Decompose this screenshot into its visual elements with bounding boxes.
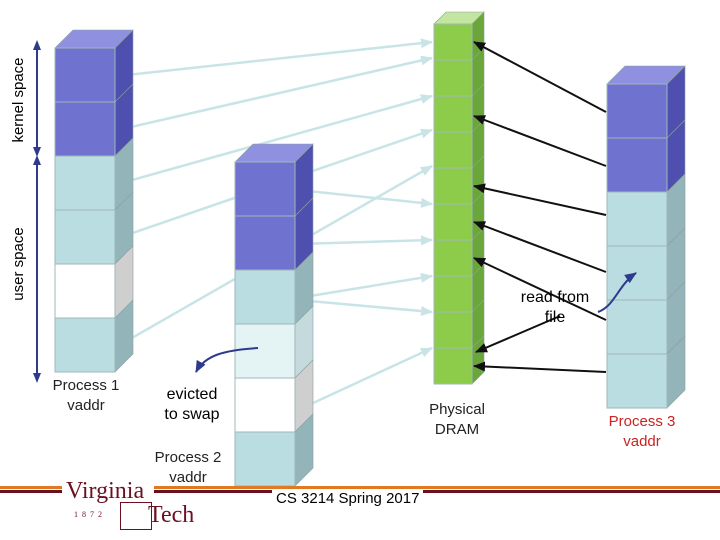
process1-page-cell-user <box>54 155 116 211</box>
mapping-arrow-dark <box>475 315 561 353</box>
process2-page-cell-kernel <box>234 161 296 217</box>
page-mapping-arrows-dark <box>473 41 607 373</box>
dram-page-cell-dram <box>433 275 473 313</box>
process1-page-cell-kernel <box>54 101 116 157</box>
read-file-curved-arrow <box>597 272 637 313</box>
mapping-arrow-dark <box>473 183 607 216</box>
process3-stack <box>606 65 686 409</box>
dram-page-cell-dram <box>433 59 473 97</box>
mapping-arrow-light <box>297 235 433 246</box>
dram-page-cell-dram <box>433 311 473 349</box>
process3-page-cell-user <box>606 245 668 301</box>
process3-page-cell-kernel <box>606 137 668 193</box>
process2-page-cell-user <box>234 269 296 325</box>
user-space-label: user space <box>10 227 27 300</box>
logo-word-tech: Tech <box>148 502 195 528</box>
university-logo: Virginia Tech 1 8 7 2 <box>62 478 194 530</box>
physical-dram-stack <box>433 11 485 385</box>
mapping-arrow-light <box>117 55 433 132</box>
dram-page-cell-dram <box>433 23 473 61</box>
process1-stack <box>54 29 134 373</box>
logo-word-virginia: Virginia <box>66 478 145 504</box>
footer-stripe-orange <box>0 486 720 489</box>
process2-page-cell-kernel <box>234 215 296 271</box>
logo-emblem <box>120 502 152 530</box>
read-from-file-label: read from file <box>520 289 590 326</box>
dram-page-cell-dram <box>433 131 473 169</box>
mapping-arrow-dark <box>473 221 607 273</box>
course-footer-label: CS 3214 Spring 2017 <box>272 490 424 507</box>
process2-page-cell-blank <box>234 377 296 433</box>
mapping-arrow-light <box>297 272 433 300</box>
process1-page-cell-user <box>54 209 116 265</box>
process2-page-cell-user <box>234 431 296 487</box>
mapping-arrow-dark <box>473 115 607 167</box>
process1-page-cell-blank <box>54 263 116 319</box>
mapping-arrow-light <box>297 298 433 316</box>
evicted-to-swap-label: evicted to swap <box>164 386 220 423</box>
process3-page-cell-user <box>606 353 668 409</box>
dram-page-cell-dram <box>433 167 473 205</box>
process1-page-cell-kernel <box>54 47 116 103</box>
process2-label: Process 2 vaddr <box>154 449 222 486</box>
kernel-space-label: kernel space <box>10 57 27 142</box>
dram-page-cell-dram <box>433 203 473 241</box>
process3-page-cell-kernel <box>606 83 668 139</box>
process3-page-cell-user <box>606 299 668 355</box>
dram-page-cell-dram <box>433 347 473 385</box>
dram-page-cell-dram <box>433 239 473 277</box>
process2-stack <box>234 143 314 487</box>
process1-page-cell-user <box>54 317 116 373</box>
process1-label: Process 1 vaddr <box>52 377 120 414</box>
mapping-arrow-dark <box>473 361 607 373</box>
dram-page-cell-dram <box>433 95 473 133</box>
mapping-arrow-light <box>117 38 433 78</box>
process3-label: Process 3 vaddr <box>608 413 676 450</box>
mapping-arrow-light <box>117 94 433 186</box>
mapping-arrow-dark <box>473 257 607 321</box>
logo-year: 1 8 7 2 <box>74 510 103 519</box>
mapping-arrow-light <box>297 188 433 208</box>
physical-dram-label: Physical DRAM <box>429 401 485 438</box>
process2-page-cell-pale <box>234 323 296 379</box>
mapping-arrow-dark <box>473 41 607 113</box>
process3-page-cell-user <box>606 191 668 247</box>
evicted-curved-arrow <box>195 347 259 373</box>
mapping-arrow-light <box>297 346 433 412</box>
